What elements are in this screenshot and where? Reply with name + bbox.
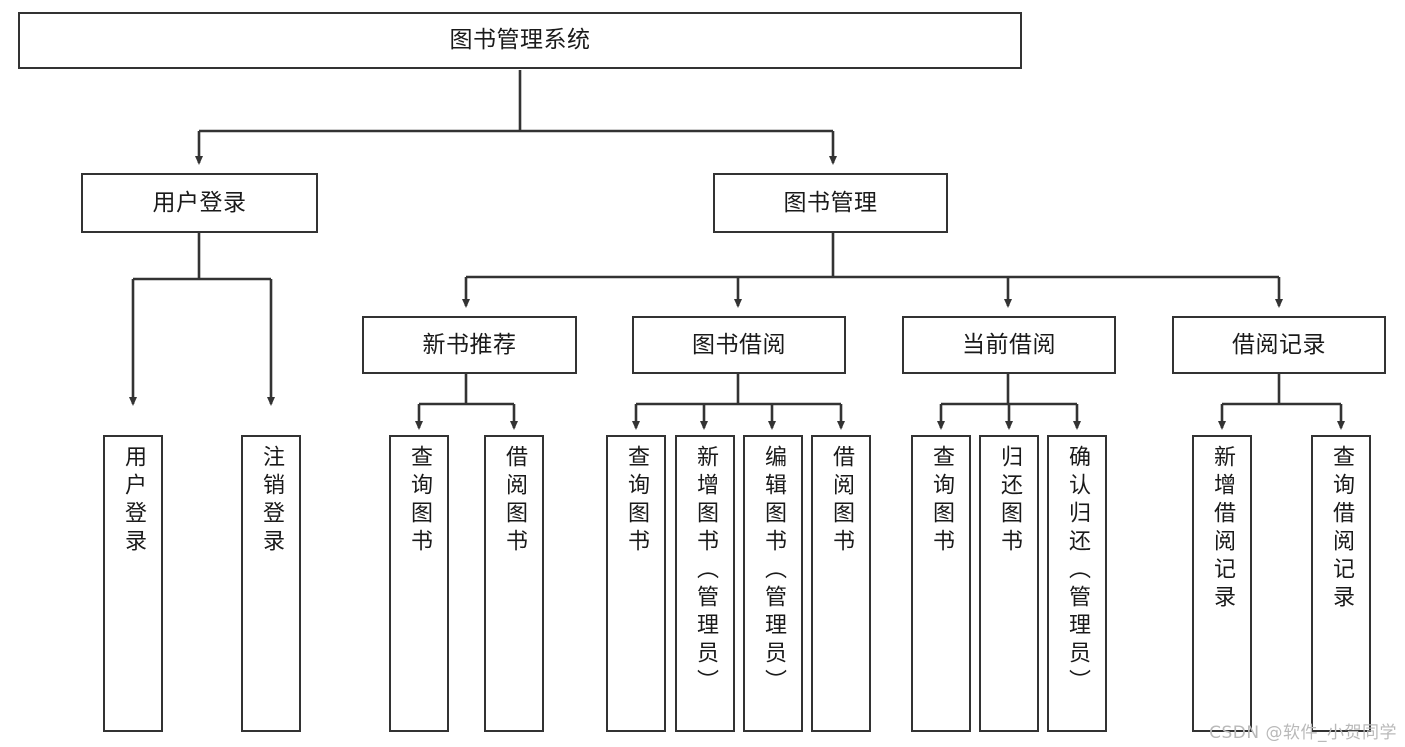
node-leaf-query-record-label: 查询借阅记录 [1329, 445, 1354, 613]
node-book-manage-label: 图书管理 [783, 189, 878, 216]
node-leaf-borrow-book-2-label: 借阅图书 [829, 445, 854, 557]
node-leaf-borrow-book-2[interactable]: 借阅图书 [811, 435, 871, 732]
node-leaf-query-book-1[interactable]: 查询图书 [389, 435, 449, 732]
node-leaf-borrow-book-1-label: 借阅图书 [502, 445, 527, 557]
node-leaf-query-book-1-label: 查询图书 [407, 445, 432, 557]
node-leaf-edit-book-label: 编辑图书（管理员） [761, 445, 786, 697]
node-leaf-query-book-2-label: 查询图书 [624, 445, 649, 557]
node-leaf-confirm-return[interactable]: 确认归还（管理员） [1047, 435, 1107, 732]
node-leaf-return-book[interactable]: 归还图书 [979, 435, 1039, 732]
node-current-borrow[interactable]: 当前借阅 [902, 316, 1116, 374]
node-leaf-query-book-2[interactable]: 查询图书 [606, 435, 666, 732]
node-leaf-logout-label: 注销登录 [259, 445, 284, 557]
node-user-login[interactable]: 用户登录 [81, 173, 318, 233]
node-current-borrow-label: 当前借阅 [962, 331, 1056, 358]
node-root-label: 图书管理系统 [449, 27, 591, 54]
node-leaf-add-record-label: 新增借阅记录 [1210, 445, 1235, 613]
node-borrow-record-label: 借阅记录 [1232, 331, 1326, 358]
node-leaf-return-book-label: 归还图书 [997, 445, 1022, 557]
node-leaf-user-login[interactable]: 用户登录 [103, 435, 163, 732]
node-book-borrow[interactable]: 图书借阅 [632, 316, 846, 374]
node-leaf-add-book[interactable]: 新增图书（管理员） [675, 435, 735, 732]
node-new-book-rec-label: 新书推荐 [422, 331, 517, 358]
node-leaf-add-record[interactable]: 新增借阅记录 [1192, 435, 1252, 732]
node-leaf-user-login-label: 用户登录 [121, 445, 146, 557]
node-book-borrow-label: 图书借阅 [692, 331, 786, 358]
node-root[interactable]: 图书管理系统 [18, 12, 1022, 69]
node-book-manage[interactable]: 图书管理 [713, 173, 948, 233]
node-new-book-rec[interactable]: 新书推荐 [362, 316, 577, 374]
node-leaf-add-book-label: 新增图书（管理员） [693, 445, 718, 697]
node-user-login-label: 用户登录 [152, 189, 247, 216]
node-leaf-query-record[interactable]: 查询借阅记录 [1311, 435, 1371, 732]
node-leaf-edit-book[interactable]: 编辑图书（管理员） [743, 435, 803, 732]
node-leaf-borrow-book-1[interactable]: 借阅图书 [484, 435, 544, 732]
node-leaf-logout[interactable]: 注销登录 [241, 435, 301, 732]
node-leaf-confirm-return-label: 确认归还（管理员） [1065, 445, 1090, 697]
csdn-watermark: CSDN @软件_小贺同学 [1209, 723, 1397, 743]
node-leaf-query-book-3-label: 查询图书 [929, 445, 954, 557]
node-borrow-record[interactable]: 借阅记录 [1172, 316, 1386, 374]
node-leaf-query-book-3[interactable]: 查询图书 [911, 435, 971, 732]
